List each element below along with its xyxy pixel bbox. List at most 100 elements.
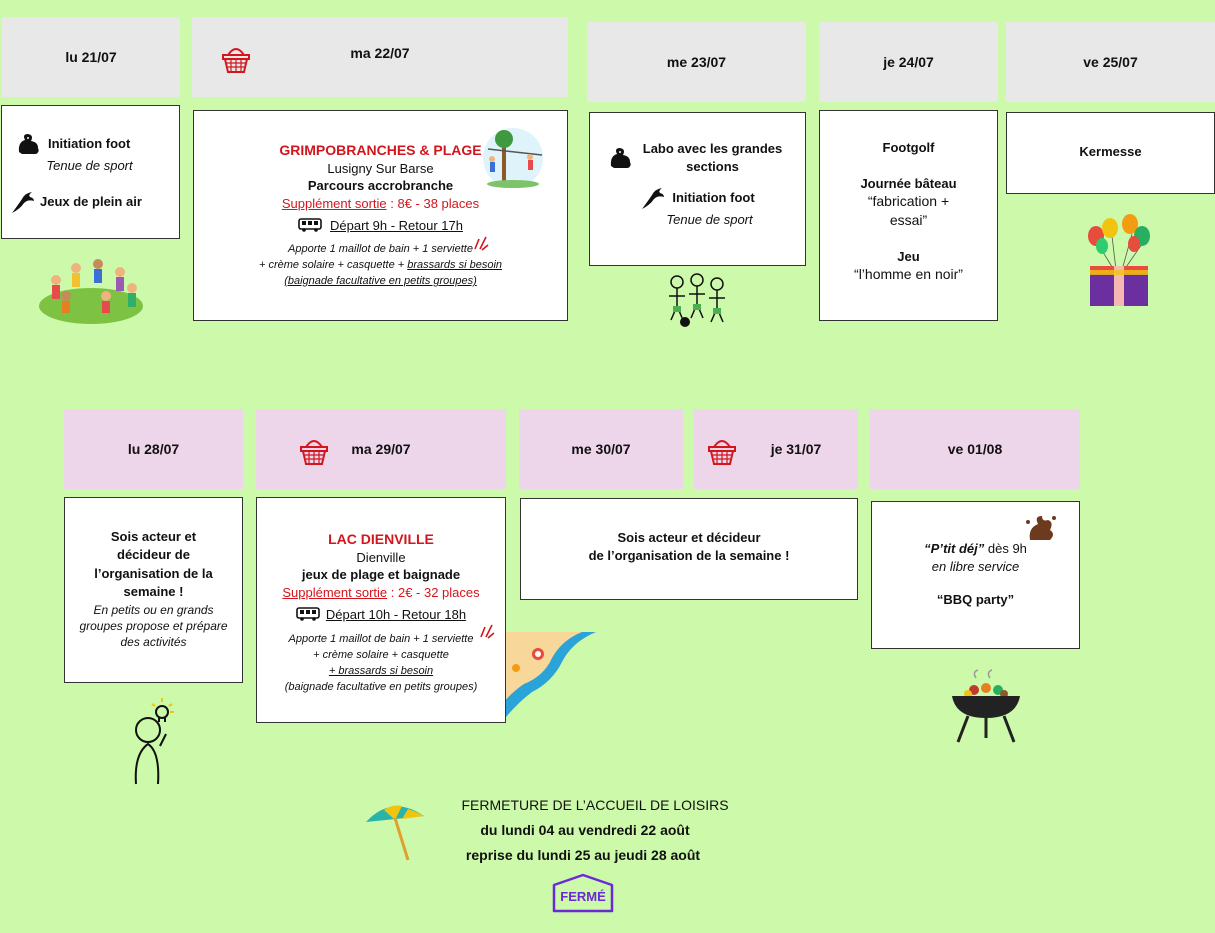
activity-row: Initiation foot — [16, 132, 173, 156]
dolphin-icon — [640, 185, 666, 211]
activity-line: “P’tit déj” dès 9h — [872, 540, 1079, 558]
bring-line: Apporte 1 maillot de bain + 1 serviette — [288, 633, 474, 646]
zipline-icon — [478, 127, 548, 189]
day-header-fri-1: ve 25/07 — [1006, 22, 1215, 102]
sparkle-icon — [479, 623, 495, 639]
day-header-thu-1: je 24/07 — [819, 22, 998, 102]
closed-stamp-text: FERMÉ — [560, 889, 606, 904]
day-label: lu 28/07 — [127, 441, 180, 457]
activity-title: Jeux de plein air — [40, 193, 142, 209]
splash-icon — [1024, 512, 1058, 546]
activity-title: “P’tit déj” — [924, 541, 985, 556]
day-header-tue-1: ma 22/07 — [192, 17, 568, 97]
bring-text: + crème solaire + casquette + — [258, 259, 408, 272]
outing-activity: Parcours accrobranche — [307, 178, 454, 194]
sparkle-icon — [473, 235, 489, 251]
activity-row: Initiation foot — [590, 185, 805, 211]
beach-icon — [502, 632, 598, 724]
supplement-label: Supplément sortie — [282, 584, 388, 600]
closure-title: FERMETURE DE L’ACCUEIL DE LOISIRS — [461, 797, 729, 813]
day-label: je 24/07 — [883, 54, 934, 70]
activity-box-wedthu-2: Sois acteur et décideur de l’organisatio… — [520, 498, 858, 600]
outing-title: GRIMPOBRANCHES & PLAGE — [279, 142, 482, 158]
bus-icon — [296, 607, 320, 622]
schedule-row: Départ 9h - Retour 17h — [194, 217, 567, 235]
day-label: ma 22/07 — [350, 45, 410, 61]
bring-line: (baignade facultative en petits groupes) — [284, 274, 477, 287]
day-header-fri-2: ve 01/08 — [870, 409, 1080, 489]
closure-dates: du lundi 04 au vendredi 22 août — [480, 822, 690, 838]
activity-box-thu-1: Footgolf Journée bâteau “fabrication + e… — [819, 110, 998, 321]
day-header-wed-1: me 23/07 — [587, 22, 806, 102]
activity-title: Initiation foot — [672, 190, 755, 206]
activity-note: en libre service — [931, 558, 1020, 574]
activity-row: Labo avec les grandes sections — [590, 140, 805, 175]
bbq-grill-icon — [946, 668, 1026, 744]
activity-note: Tenue de sport — [666, 212, 753, 228]
day-header-wed-2: me 30/07 — [519, 409, 683, 489]
day-label: ve 25/07 — [1083, 54, 1138, 70]
activity-box-tue-1: GRIMPOBRANCHES & PLAGE Lusigny Sur Barse… — [193, 110, 568, 321]
activity-title: Journée bâteau — [860, 175, 957, 191]
activity-title: de l’organisation de la semaine ! — [588, 547, 790, 563]
supplement-label: Supplément sortie — [281, 195, 387, 211]
activity-title: “BBQ party” — [936, 592, 1015, 608]
day-label: lu 21/07 — [65, 49, 117, 65]
day-label: ma 29/07 — [351, 441, 411, 457]
activity-title: Labo avec les grandes sections — [642, 141, 783, 174]
kids-circle-icon — [36, 250, 146, 324]
schedule-text: Départ 10h - Retour 18h — [325, 606, 467, 622]
outing-supplement: Supplément sortie : 8€ - 38 places — [194, 195, 567, 213]
activity-box-tue-2: LAC DIENVILLE Dienville jeux de plage et… — [256, 497, 506, 723]
idea-person-icon — [126, 694, 180, 786]
outing-title: LAC DIENVILLE — [328, 531, 434, 547]
schedule-text: Départ 9h - Retour 17h — [330, 217, 463, 233]
outing-supplement: Supplément sortie : 2€ - 32 places — [257, 584, 505, 602]
bring-list: Apporte 1 maillot de bain + 1 serviette … — [257, 632, 505, 696]
schedule-row: Départ 10h - Retour 18h — [257, 606, 505, 624]
bus-icon — [298, 218, 322, 233]
bring-line: (baignade facultative en petits groupes) — [284, 680, 478, 693]
activity-title: Sois acteur et décideur — [617, 530, 761, 545]
supplement-value: : 2€ - 32 places — [387, 584, 480, 600]
squirrel-icon — [608, 146, 634, 170]
picnic-basket-icon — [706, 435, 738, 467]
day-label: me 30/07 — [571, 441, 631, 457]
bring-line: Apporte 1 maillot de bain + 1 serviette — [288, 243, 473, 256]
day-header-mon-2: lu 28/07 — [64, 409, 243, 489]
bring-text: brassards si besoin — [407, 259, 503, 272]
activity-box-fri-1: Kermesse — [1006, 112, 1215, 194]
activity-title: Kermesse — [1079, 144, 1142, 159]
squirrel-icon — [16, 132, 42, 156]
day-header-tue-2: ma 29/07 — [256, 409, 506, 489]
activity-row: Jeux de plein air — [10, 189, 173, 215]
dolphin-icon — [10, 189, 36, 215]
activity-note: “fabrication + essai” — [867, 193, 950, 228]
activity-title: Jeu — [897, 248, 920, 264]
day-label: je 31/07 — [770, 441, 822, 457]
activity-note: Tenue de sport — [46, 158, 133, 173]
activity-title: Footgolf — [882, 140, 935, 155]
day-label: me 23/07 — [666, 54, 727, 70]
umbrella-icon — [362, 800, 428, 862]
closure-reopen: reprise du lundi 25 au jeudi 28 août — [465, 847, 701, 863]
day-label: ve 01/08 — [947, 441, 1003, 457]
activity-box-wed-1: Labo avec les grandes sections Initiatio… — [589, 112, 806, 266]
outing-activity: jeux de plage et baignade — [301, 567, 461, 583]
activity-box-fri-2: “P’tit déj” dès 9h en libre service “BBQ… — [871, 501, 1080, 649]
activity-title: Sois acteur et décideur de l’organisatio… — [94, 529, 213, 600]
outing-place: Lusigny Sur Barse — [327, 160, 434, 176]
bring-list: Apporte 1 maillot de bain + 1 serviette … — [194, 242, 567, 290]
bring-line: + brassards si besoin — [328, 664, 434, 677]
picnic-basket-icon — [220, 43, 252, 75]
activity-note: En petits ou en grands groupes propose e… — [79, 602, 228, 650]
activity-box-mon-1: Initiation foot Tenue de sport Jeux de p… — [1, 105, 180, 239]
supplement-places: - 38 places — [415, 195, 480, 211]
supplement-value: : 8€ — [386, 195, 416, 211]
activity-note: “l’homme en noir” — [854, 266, 963, 283]
balloon-gift-icon — [1084, 210, 1154, 310]
outing-place: Dienville — [356, 549, 406, 565]
bring-line: + crème solaire + casquette — [313, 649, 449, 662]
kids-soccer-icon — [665, 272, 729, 328]
picnic-basket-icon — [298, 435, 330, 467]
